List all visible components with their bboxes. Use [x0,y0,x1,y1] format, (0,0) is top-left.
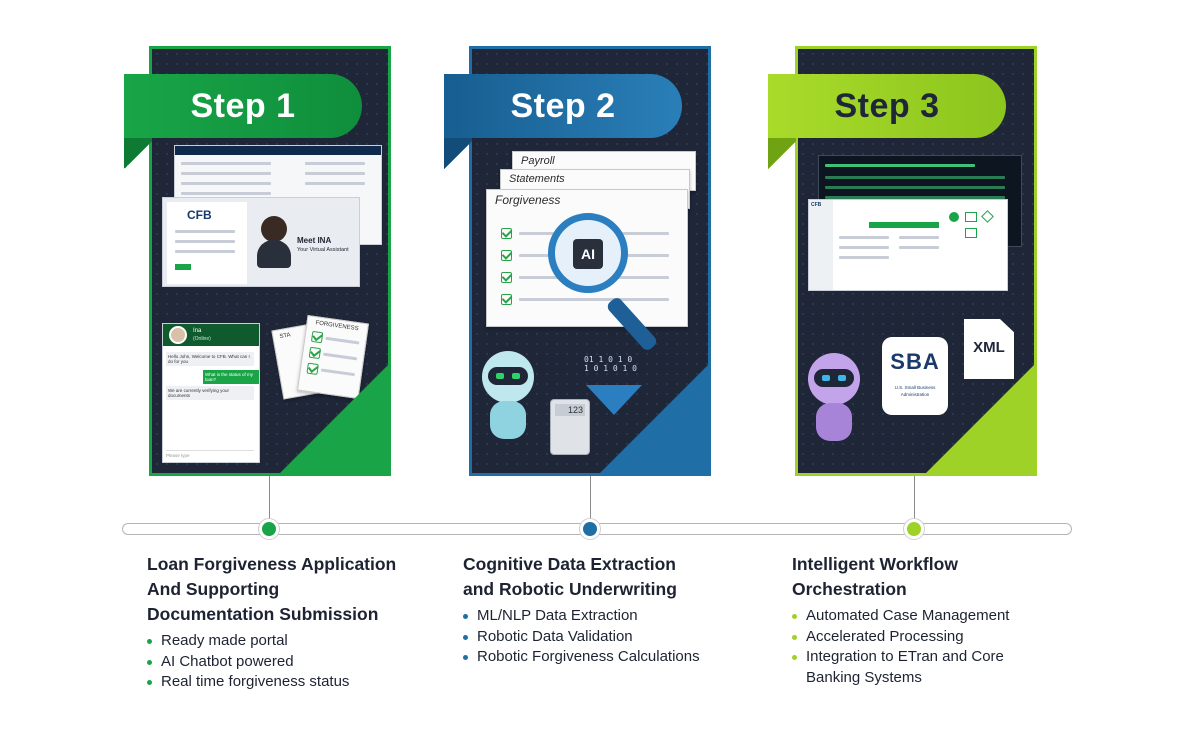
corner-fold [925,364,1034,473]
banner-tail [444,138,472,172]
step-3-dot [904,519,924,539]
step-2-connector [590,476,591,521]
workflow-diagram-icon [949,210,1005,240]
bullet-item: ML/NLP Data Extraction [463,606,753,627]
assistant-avatar-icon [261,216,287,242]
corner-fold [599,364,708,473]
bullet-item: Robotic Forgiveness Calculations [463,647,753,668]
step-3-connector [914,476,915,521]
chatbot-window[interactable]: Ina (Online) Hello John, Welcome to CFB.… [162,323,260,463]
cfb-logo: CFB [187,208,212,222]
bullet-item: Robotic Data Validation [463,627,753,648]
workflow-app-screenshot: CFB [808,199,1008,291]
chat-input[interactable]: Please type [166,450,254,458]
step-2-title: Cognitive Data Extraction and Robotic Un… [463,554,677,599]
step-2-description: Cognitive Data Extraction and Robotic Un… [463,552,753,668]
step-3-description: Intelligent Workflow Orchestration Autom… [792,552,1062,688]
step-1-connector [269,476,270,521]
step-2-banner: Step 2 [444,74,682,138]
signin-button[interactable] [175,264,191,270]
step-1-bullets: Ready made portal AI Chatbot powered Rea… [147,631,437,693]
bullet-item: Accelerated Processing [792,627,1062,648]
chat-message-bot: Hello John, Welcome to CFB. What can I d… [166,352,254,366]
magnifier-icon [548,213,628,293]
chatbot-avatar-icon [169,326,187,344]
step-3-banner: Step 3 [768,74,1006,138]
virtual-assistant-text: Your Virtual Assistant [297,247,349,253]
bullet-item: Ready made portal [147,631,437,652]
step-1-title: Loan Forgiveness Application And Support… [147,554,397,624]
chatbot-name: Ina [193,328,202,334]
step-3-title: Intelligent Workflow Orchestration [792,554,958,599]
bullet-item: Integration to ETran and Core Banking Sy… [792,647,1027,688]
banner-tail [768,138,796,172]
bullet-item: AI Chatbot powered [147,652,437,673]
bullet-item: Real time forgiveness status [147,672,437,693]
chat-message-bot-2: We are currently verifying your document… [166,386,254,400]
banner-tail [124,138,152,172]
chatbot-status: (Online) [193,336,211,342]
assistant-login-panel: CFB Meet INA Your Virtual Assistant [162,197,360,287]
chat-message-user: What is the status of my loan? [203,370,259,384]
step-2-dot [580,519,600,539]
bullet-item: Automated Case Management [792,606,1062,627]
calculator-icon: 123 [550,399,590,455]
step-1-dot [259,519,279,539]
ai-chip-icon: AI [573,239,603,269]
step-1-banner: Step 1 [124,74,362,138]
step-3-bullets: Automated Case Management Accelerated Pr… [792,606,1062,688]
step-2-bullets: ML/NLP Data Extraction Robotic Data Vali… [463,606,753,668]
corner-fold [279,364,388,473]
meet-ina-text: Meet INA [297,236,332,245]
step-1-description: Loan Forgiveness Application And Support… [147,552,437,693]
